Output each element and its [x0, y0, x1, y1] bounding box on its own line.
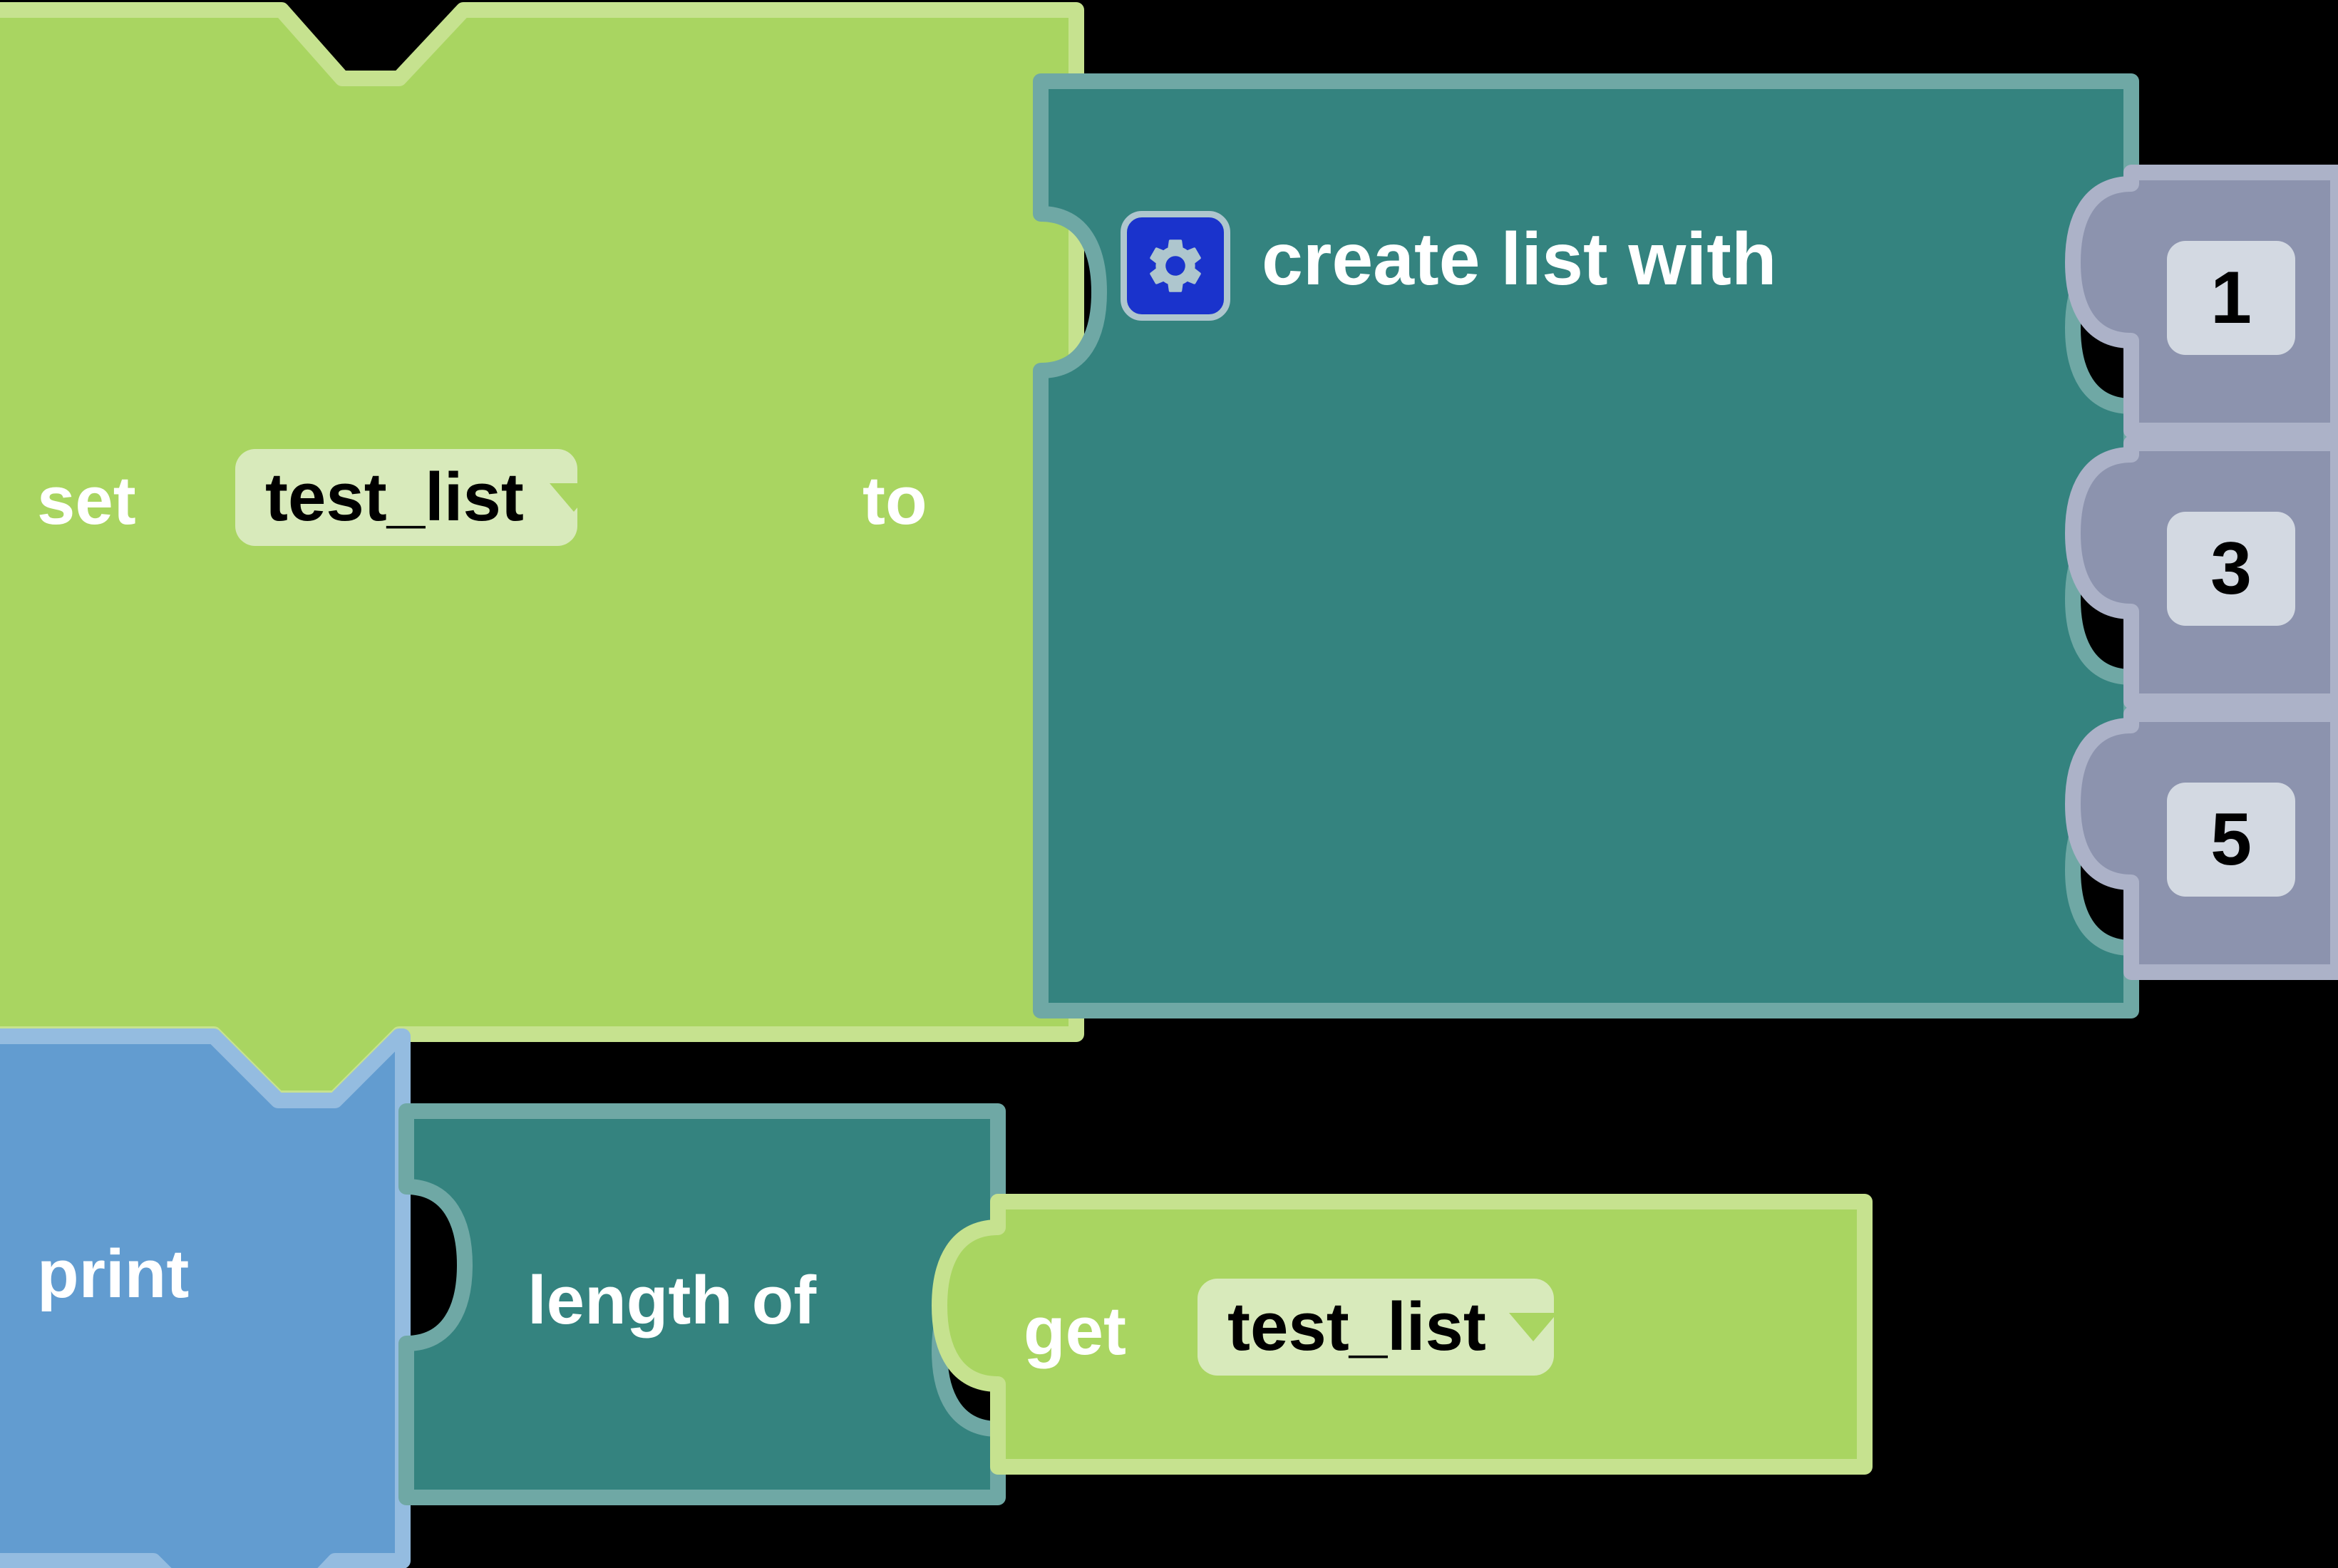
number-value: 3	[2210, 527, 2252, 610]
set-variable-value: test_list	[265, 459, 524, 535]
number-value: 5	[2210, 798, 2252, 881]
create-list-label: create list with	[1262, 218, 1777, 301]
set-block-shape	[0, 2, 1084, 1106]
number-field[interactable]: 3	[2167, 512, 2295, 626]
length-of-block[interactable]: length of	[385, 1101, 1041, 1515]
set-variable-dropdown[interactable]: test_list	[235, 449, 598, 546]
length-of-label: length of	[527, 1262, 817, 1339]
get-variable-block[interactable]: get test_list	[927, 1192, 1882, 1484]
chevron-down-icon	[549, 483, 598, 512]
chevron-down-icon	[1508, 1313, 1557, 1341]
print-label: print	[37, 1236, 190, 1312]
number-field[interactable]: 1	[2167, 241, 2295, 355]
list-item-0[interactable]: 1	[2053, 163, 2338, 440]
list-item-2[interactable]: 5	[2053, 704, 2338, 982]
list-item-1[interactable]: 3	[2053, 433, 2338, 711]
get-variable-dropdown[interactable]: test_list	[1198, 1279, 1557, 1376]
gear-glyph	[1150, 239, 1201, 292]
number-value: 1	[2210, 256, 2252, 339]
get-variable-value: test_list	[1227, 1289, 1486, 1365]
to-keyword-label: to	[862, 463, 927, 539]
print-block[interactable]: print	[0, 1026, 442, 1568]
number-field[interactable]: 5	[2167, 783, 2295, 897]
set-variable-block[interactable]: set test_list to	[0, 0, 1084, 1106]
set-keyword-label: set	[37, 463, 136, 539]
get-keyword-label: get	[1024, 1293, 1126, 1369]
gear-icon[interactable]	[1121, 211, 1230, 321]
create-list-block[interactable]: create list with	[1019, 71, 2160, 1026]
print-block-shape	[0, 1028, 411, 1568]
